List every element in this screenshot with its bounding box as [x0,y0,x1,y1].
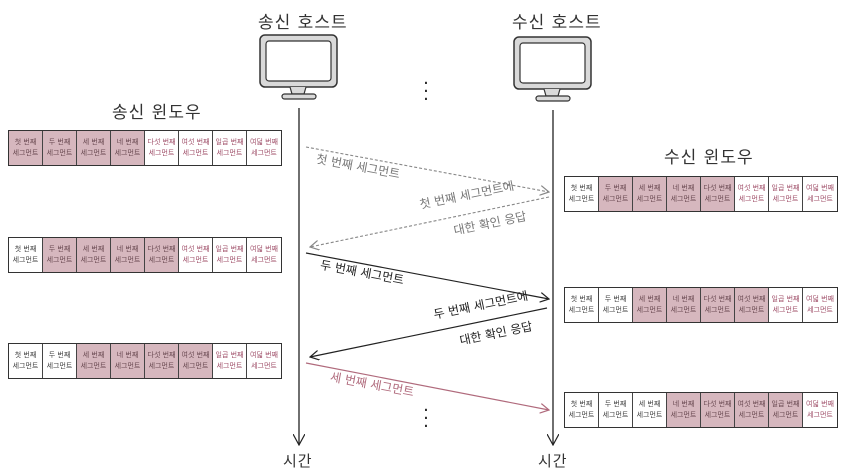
receiver-time-label: 시간 [538,452,568,470]
arrow-first-segment [305,146,549,192]
receiver-host-label: 수신 호스트 [512,13,602,33]
ellipsis-top: ··· [423,73,429,110]
arrow-second-ack [310,307,548,357]
sender-host-label: 송신 호스트 [258,13,348,33]
receiver-window-label: 수신 윈도우 [664,148,754,168]
sender-monitor-icon [259,34,338,100]
arrow-first-ack [310,196,550,247]
sender-time-label: 시간 [283,452,313,470]
arrow-third-segment [305,362,549,410]
ellipsis-bottom: ··· [423,400,429,437]
sender-window-label: 송신 윈도우 [112,103,202,123]
receiver-monitor-icon [513,36,592,102]
arrow-second-segment [305,252,549,299]
